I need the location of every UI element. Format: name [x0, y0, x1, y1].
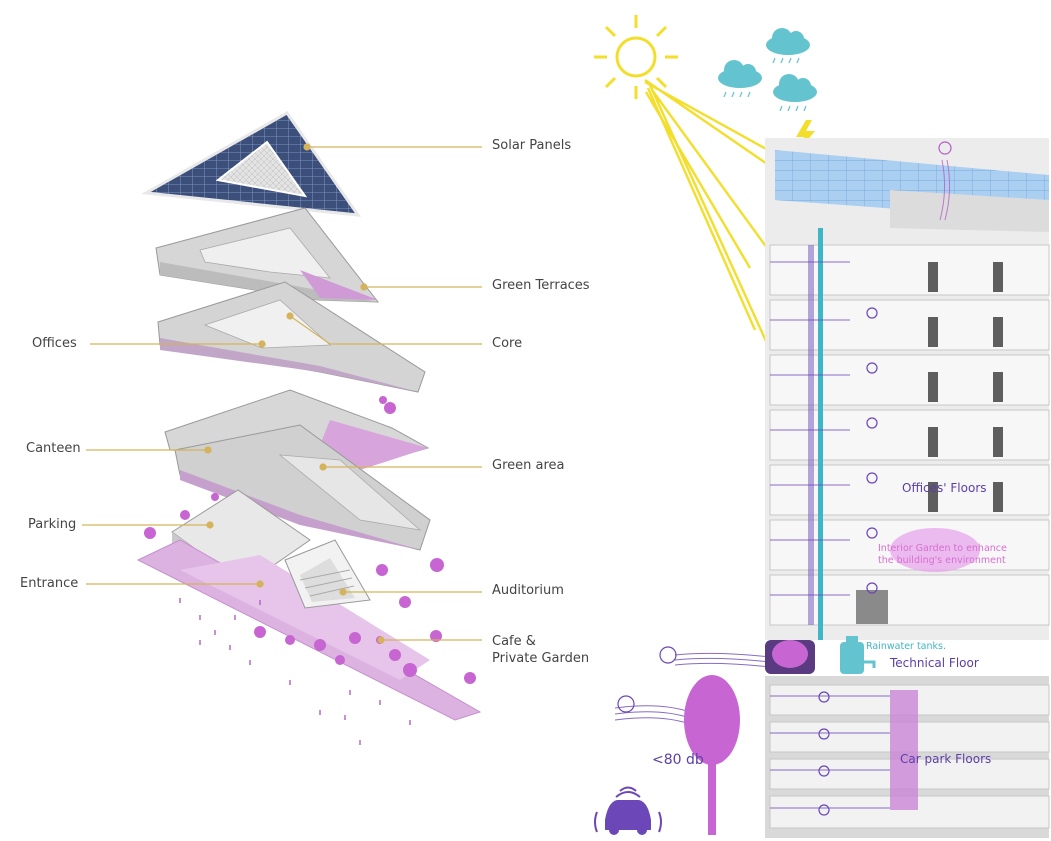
label-offices: Offices: [32, 336, 77, 351]
label-canteen: Canteen: [26, 441, 81, 456]
label-noise-level: <80 db: [652, 752, 704, 768]
cloud-icon: [718, 60, 762, 97]
label-offices-floors: Offices' Floors: [902, 481, 987, 495]
carpark-tree: [890, 690, 918, 810]
label-entrance: Entrance: [20, 576, 78, 591]
label-cafe-private-garden: Cafe & Private Garden: [492, 633, 612, 667]
cloud-icon: [773, 74, 817, 111]
offices-layer: [158, 282, 425, 392]
label-parking: Parking: [28, 517, 76, 532]
cloud-icon: [766, 28, 810, 63]
rain-clouds: [718, 28, 817, 111]
label-interior-garden: Interior Garden to enhance the building'…: [878, 543, 1018, 567]
solar-roof-layer: [146, 113, 358, 215]
sun-icon: [594, 15, 678, 99]
rainwater-pipe: [818, 228, 823, 648]
label-green-area: Green area: [492, 458, 565, 473]
label-rainwater-tanks: Rainwater tanks.: [866, 641, 946, 652]
label-solar-panels: Solar Panels: [492, 138, 571, 153]
technical-floor-planter: [765, 640, 815, 674]
label-technical-floor: Technical Floor: [890, 656, 979, 670]
label-car-park-floors: Car park Floors: [900, 752, 991, 766]
label-green-terraces: Green Terraces: [492, 278, 590, 293]
label-core: Core: [492, 336, 522, 351]
connected-car-icon: [595, 788, 661, 836]
label-cafe-line1: Cafe &: [492, 633, 612, 650]
label-cafe-line2: Private Garden: [492, 650, 612, 667]
axonometric-building: [138, 113, 480, 745]
ground-plaza: [138, 540, 480, 720]
ventilation-shaft: [808, 245, 814, 625]
label-auditorium: Auditorium: [492, 583, 564, 598]
